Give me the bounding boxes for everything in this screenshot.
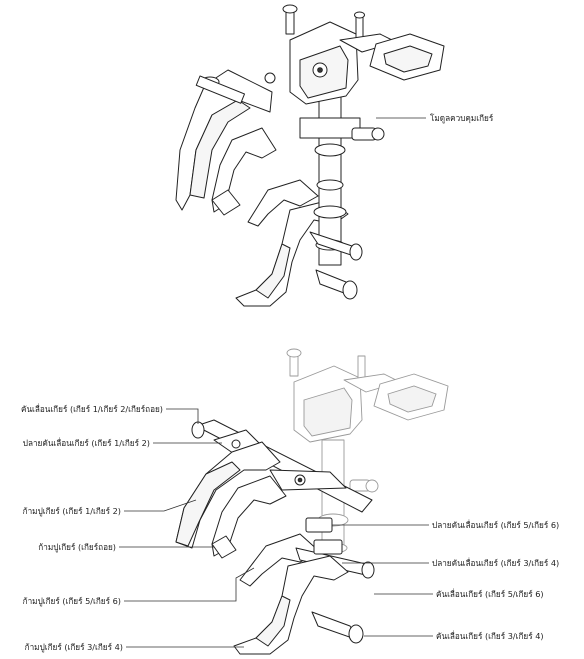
label-shift-rod-5-6: คันเลื่อนเกียร์ (เกียร์ 5/เกียร์ 6) bbox=[436, 588, 544, 599]
label-shift-rod-3-4: คันเลื่อนเกียร์ (เกียร์ 3/เกียร์ 4) bbox=[436, 630, 544, 641]
label-fork-5-6: ก้ามปูเกียร์ (เกียร์ 5/เกียร์ 6) bbox=[23, 596, 121, 607]
label-fork-reverse: ก้ามปูเกียร์ (เกียร์ถอย) bbox=[38, 542, 116, 553]
label-shift-rod-1-2-r: คันเลื่อนเกียร์ (เกียร์ 1/เกียร์ 2/เกียร… bbox=[21, 403, 163, 414]
bottom-assembly-illustration bbox=[175, 348, 449, 655]
label-fork-1-2: ก้ามปูเกียร์ (เกียร์ 1/เกียร์ 2) bbox=[23, 506, 121, 517]
leader-shift-rod-1-2-r bbox=[166, 408, 199, 424]
leader-lines-left bbox=[119, 408, 255, 648]
labels-left: คันเลื่อนเกียร์ (เกียร์ 1/เกียร์ 2/เกียร… bbox=[21, 403, 163, 653]
label-control-module: โมดูลควบคุมเกียร์ bbox=[430, 113, 494, 124]
label-rod-end-3-4: ปลายคันเลื่อนเกียร์ (เกียร์ 3/เกียร์ 4) bbox=[432, 557, 559, 568]
label-rod-end-5-6: ปลายคันเลื่อนเกียร์ (เกียร์ 5/เกียร์ 6) bbox=[432, 519, 559, 530]
leader-lines-right bbox=[332, 524, 433, 637]
labels-right: ปลายคันเลื่อนเกียร์ (เกียร์ 5/เกียร์ 6) … bbox=[432, 519, 559, 641]
leader-fork-5-6 bbox=[124, 567, 255, 602]
label-rod-end-1-2: ปลายคันเลื่อนเกียร์ (เกียร์ 1/เกียร์ 2) bbox=[23, 437, 150, 448]
leader-fork-1-2 bbox=[124, 499, 197, 512]
top-assembly-illustration bbox=[175, 4, 445, 307]
label-fork-3-4: ก้ามปูเกียร์ (เกียร์ 3/เกียร์ 4) bbox=[25, 642, 123, 653]
